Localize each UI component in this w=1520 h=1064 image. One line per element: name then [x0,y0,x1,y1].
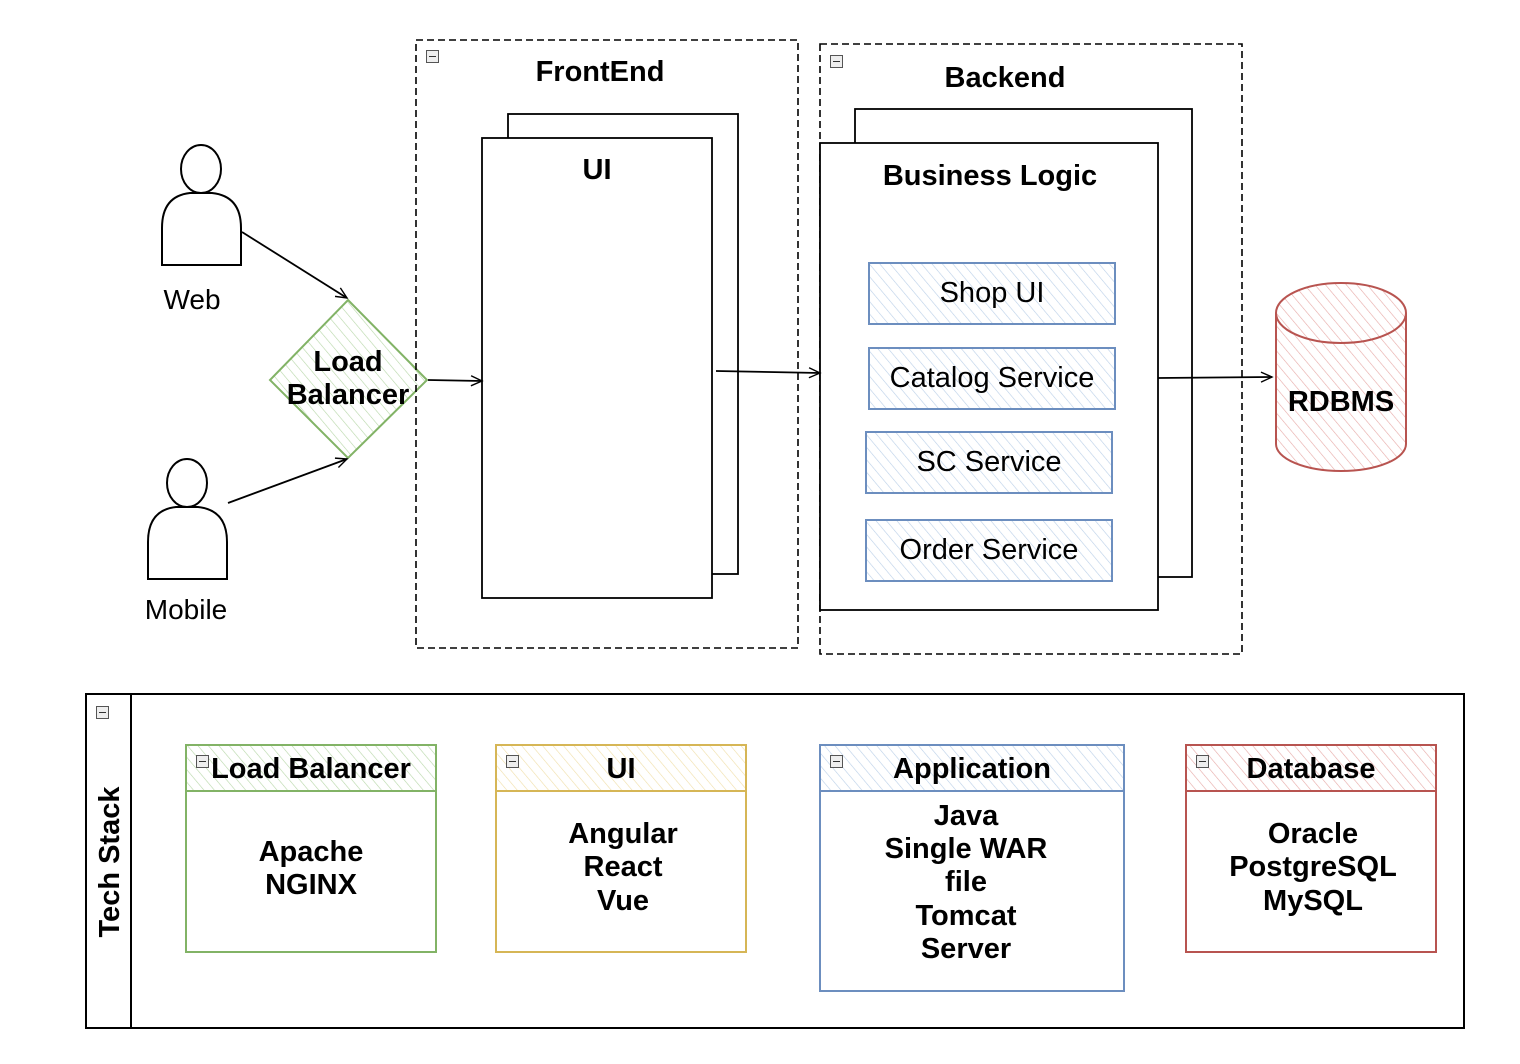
tech-item: Single WAR [884,832,1048,865]
tech-item: Apache [258,835,364,868]
service-box-order[interactable] [865,519,1113,582]
collapse-icon-database-card[interactable] [1196,755,1209,768]
frontend-container[interactable] [415,39,799,649]
backend-container[interactable] [819,43,1243,655]
tech-card-items-load-balancer: Apache NGINX [186,830,436,908]
business-logic-title: Business Logic [882,160,1098,193]
collapse-icon-backend[interactable] [830,55,843,68]
tech-item: Vue [596,884,650,917]
tech-card-items-database: Oracle PostgreSQL MySQL [1186,810,1440,926]
service-box-shop-ui[interactable] [868,262,1116,325]
frontend-title: FrontEnd [535,56,665,89]
tech-item: Server [920,933,1012,966]
tech-card-title-database: Database [1246,753,1376,786]
arrow-lb-to-ui [427,375,484,387]
service-box-sc[interactable] [865,431,1113,494]
collapse-icon-application-card[interactable] [830,755,843,768]
tech-item: React [583,851,663,884]
tech-item: file [945,866,987,899]
collapse-icon-frontend[interactable] [426,50,439,63]
ui-page-title: UI [582,154,612,187]
tech-item: Angular [568,817,678,850]
tech-card-ui-header [495,744,747,792]
load-balancer-label: Load Balancer [270,340,426,418]
service-label-shop-ui: Shop UI [939,276,1045,309]
tech-card-items-ui: Angular React Vue [496,810,750,926]
tech-item: PostgreSQL [1229,851,1397,884]
tech-item: MySQL [1263,884,1363,917]
database-label: RDBMS [1287,386,1395,419]
tech-item: NGINX [265,869,357,901]
service-label-order: Order Service [899,533,1079,566]
tech-card-application-header [819,744,1125,792]
backend-title: Backend [944,62,1066,95]
tech-stack-container[interactable] [85,693,1465,1029]
tech-card-title-load-balancer: Load Balancer [211,753,411,786]
tech-item: Tomcat [915,899,1017,932]
arrow-mobile-to-lb [227,457,349,504]
load-balancer-label-line2: Balancer [286,379,410,411]
arrow-business-logic-to-rdbms [1157,371,1274,383]
ui-page-front[interactable] [481,137,713,599]
load-balancer-label-line1: Load [313,345,383,378]
actor-icon-web [161,144,242,266]
tech-card-items-application: Java Single WAR file Tomcat Server [820,786,1112,980]
tech-item: Oracle [1267,817,1359,850]
tech-stack-title: Tech Stack [94,786,127,938]
tech-item: Java [933,799,999,832]
arrow-ui-to-business-logic [715,367,822,379]
collapse-icon-ui-card[interactable] [506,755,519,768]
arrow-web-to-lb [241,231,349,299]
collapse-icon-lb-card[interactable] [196,755,209,768]
actor-label-mobile: Mobile [144,593,228,625]
tech-card-title-ui: UI [606,753,636,786]
collapse-icon-tech-stack[interactable] [96,706,109,719]
tech-card-database-header [1185,744,1437,792]
actor-icon-mobile [147,458,228,580]
tech-card-title-application: Application [893,753,1051,786]
tech-card-load-balancer-header [185,744,437,792]
service-box-catalog[interactable] [868,347,1116,410]
service-label-sc: SC Service [916,445,1062,478]
database-cylinder-icon[interactable] [1275,282,1407,472]
service-label-catalog: Catalog Service [889,361,1095,394]
actor-label-web: Web [163,283,221,315]
